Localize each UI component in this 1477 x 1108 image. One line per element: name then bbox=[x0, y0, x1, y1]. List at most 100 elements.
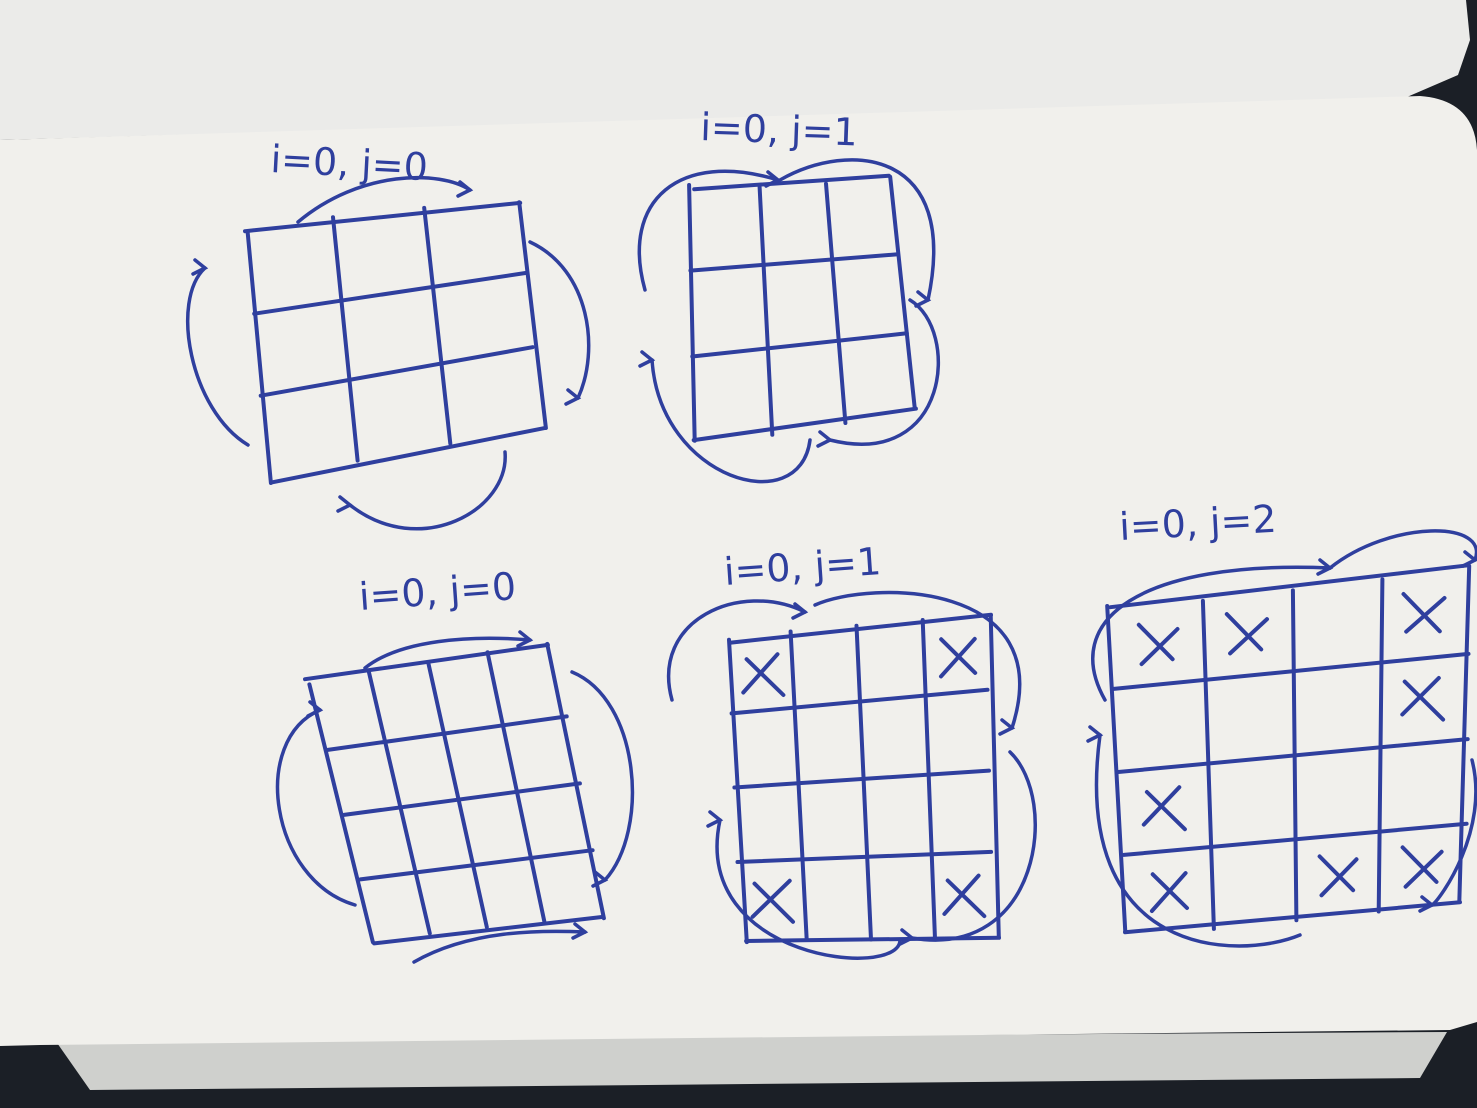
grid-column-line bbox=[788, 629, 809, 942]
wrap-arrow bbox=[296, 175, 472, 224]
x-mark-stroke bbox=[1228, 617, 1269, 656]
grid-border bbox=[1457, 564, 1472, 904]
wrap-arrow bbox=[715, 818, 902, 960]
arrow-head bbox=[336, 495, 354, 513]
grid-column-line bbox=[422, 205, 453, 446]
notebook-page bbox=[0, 96, 1477, 1046]
arrow-head bbox=[998, 718, 1016, 736]
grid-column-line bbox=[757, 185, 775, 437]
wrap-arrow bbox=[412, 929, 587, 964]
x-mark-stroke bbox=[1224, 612, 1264, 652]
grid-column-line bbox=[331, 215, 360, 463]
back-page bbox=[0, 0, 1470, 140]
grid-border bbox=[727, 637, 749, 945]
grid-border bbox=[269, 425, 548, 485]
arrow-head bbox=[591, 870, 609, 888]
grid-row-line bbox=[252, 271, 528, 316]
arrow-head bbox=[456, 180, 474, 198]
arrow-head bbox=[638, 350, 656, 368]
wrap-arrow bbox=[637, 169, 780, 292]
wrap-arrow bbox=[186, 266, 250, 447]
arrow-head bbox=[516, 630, 534, 648]
grid-border bbox=[372, 914, 605, 946]
grid-column-line bbox=[426, 660, 489, 929]
grid-border bbox=[1123, 900, 1462, 935]
x-mark-stroke bbox=[1141, 785, 1182, 827]
wrap-arrow bbox=[828, 298, 940, 446]
x-mark-stroke bbox=[1404, 596, 1447, 634]
grid-label: i=0, j=0 bbox=[358, 564, 518, 619]
ink-drawings: i=0, j=0 i=0, j=1 i=0, j=0 i=0, j=1 i=0, j=2 bbox=[186, 105, 1477, 964]
grid-border bbox=[888, 174, 917, 410]
arrow-head bbox=[791, 602, 809, 620]
grid-label: i=0, j=1 bbox=[700, 105, 859, 154]
x-mark-stroke bbox=[1144, 790, 1187, 832]
grid-border bbox=[692, 173, 891, 192]
grid-label: i=0, j=0 bbox=[270, 137, 429, 189]
grid-border bbox=[1105, 604, 1128, 934]
arrow-head bbox=[306, 700, 324, 718]
wrap-arrow bbox=[275, 708, 357, 907]
x-mark-stroke bbox=[1402, 679, 1446, 722]
wrap-arrow bbox=[1091, 565, 1332, 702]
x-mark-stroke bbox=[1403, 849, 1444, 889]
grid-row-line bbox=[258, 345, 535, 398]
x-mark-stroke bbox=[1317, 854, 1356, 893]
wrap-arrow bbox=[1430, 758, 1477, 907]
grid-drawing-5: i=0, j=2 bbox=[1086, 497, 1477, 948]
wrap-arrow bbox=[650, 358, 812, 484]
grid-column-line bbox=[824, 181, 848, 425]
grid-row-line bbox=[732, 768, 991, 790]
grid-border bbox=[691, 406, 918, 443]
x-mark-stroke bbox=[752, 881, 795, 924]
arrow-head bbox=[564, 388, 582, 406]
grid-row-line bbox=[690, 331, 909, 359]
arrow-head bbox=[914, 290, 932, 308]
grid-border bbox=[687, 183, 697, 443]
grid-border bbox=[243, 200, 523, 234]
grid-row-line bbox=[688, 252, 899, 273]
x-mark-stroke bbox=[1400, 845, 1439, 884]
x-mark-stroke bbox=[741, 652, 780, 695]
arrow-head bbox=[1086, 725, 1104, 743]
arrow-head bbox=[571, 922, 589, 940]
wrap-arrow bbox=[348, 450, 507, 531]
x-mark-stroke bbox=[1400, 676, 1441, 717]
grid-border bbox=[517, 200, 548, 430]
x-mark-stroke bbox=[1401, 592, 1442, 634]
grid-label: i=0, j=2 bbox=[1118, 497, 1277, 549]
grid-column-line bbox=[920, 618, 937, 941]
x-mark-stroke bbox=[1136, 622, 1175, 662]
grid-row-line bbox=[1110, 651, 1471, 691]
wrap-arrow bbox=[778, 158, 936, 302]
arrow-head bbox=[1461, 550, 1477, 568]
grid-row-line bbox=[1116, 737, 1470, 774]
wrap-arrow bbox=[570, 670, 635, 882]
grid-drawing-3: i=0, j=0 bbox=[275, 564, 635, 964]
grid-row-line bbox=[325, 714, 569, 752]
x-mark-stroke bbox=[939, 636, 977, 679]
grid-border bbox=[727, 612, 993, 645]
arrow-head bbox=[1418, 895, 1436, 913]
x-mark-stroke bbox=[1319, 857, 1359, 898]
x-mark-stroke bbox=[1139, 627, 1180, 667]
grid-border bbox=[307, 682, 375, 945]
page-shadow bbox=[55, 1032, 1447, 1090]
grid-drawing-2: i=0, j=1 bbox=[637, 105, 940, 484]
arrow-head bbox=[898, 928, 916, 946]
arrow-head bbox=[706, 810, 724, 828]
wrap-arrow bbox=[528, 240, 591, 400]
grid-label: i=0, j=1 bbox=[723, 539, 883, 594]
x-mark-stroke bbox=[744, 657, 786, 697]
grid-drawing-4: i=0, j=1 bbox=[666, 539, 1037, 960]
x-mark-stroke bbox=[942, 873, 981, 916]
grid-drawing-1: i=0, j=0 bbox=[186, 137, 591, 531]
arrow-head bbox=[816, 430, 834, 448]
grid-column-line bbox=[854, 623, 873, 942]
grid-border bbox=[245, 229, 273, 485]
x-mark-stroke bbox=[750, 878, 792, 919]
arrow-head bbox=[764, 170, 782, 188]
wrap-arrow bbox=[910, 750, 1037, 942]
grid-border bbox=[1108, 563, 1470, 610]
